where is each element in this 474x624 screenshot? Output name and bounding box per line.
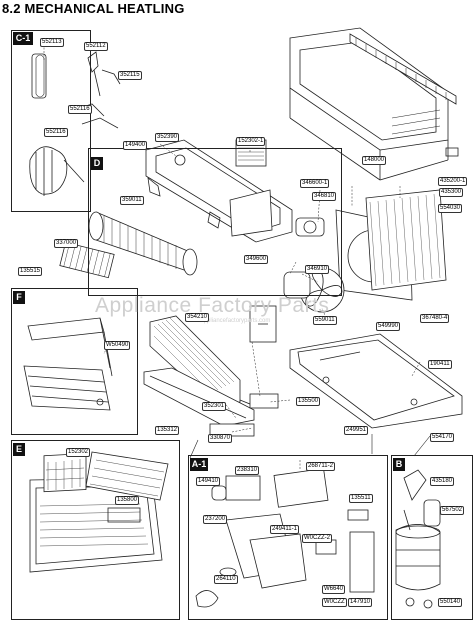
section-tag-d: D bbox=[91, 157, 103, 170]
part-label-152302: 152302 bbox=[66, 448, 91, 457]
part-label-549990: 549990 bbox=[376, 322, 401, 331]
part-label-w6640: W6640 bbox=[322, 585, 346, 594]
watermark: Appliance Factory Parts bbox=[95, 294, 330, 317]
section-c1-box bbox=[11, 30, 91, 212]
part-label-359011: 359011 bbox=[120, 196, 144, 205]
section-b-box bbox=[391, 455, 473, 620]
part-label-135511: 135511 bbox=[349, 494, 373, 503]
watermark-url: www.appliancefactoryparts.com bbox=[186, 318, 271, 324]
base-pan-drawing bbox=[289, 333, 463, 429]
part-label-w0czz-2: W0CZZ-2 bbox=[302, 534, 332, 543]
part-label-152302-1: 152302-1 bbox=[236, 137, 266, 146]
part-label-249411-1: 249411-1 bbox=[270, 525, 299, 534]
part-label-559011: 559011 bbox=[313, 316, 337, 325]
part-label-552113: 552113 bbox=[40, 38, 64, 47]
part-label-354210: 354210 bbox=[185, 313, 210, 322]
section-tag-b: B bbox=[393, 458, 405, 471]
part-label-552116-b: 552116 bbox=[44, 128, 68, 137]
part-label-346600-1: 346600-1 bbox=[300, 179, 330, 188]
part-label-554170: 554170 bbox=[430, 433, 455, 442]
part-label-346910: 346910 bbox=[305, 265, 330, 274]
part-label-435180: 435180 bbox=[430, 477, 455, 486]
part-label-149410: 149410 bbox=[196, 477, 221, 486]
part-label-567502: 567502 bbox=[440, 506, 465, 515]
part-label-135500: 135500 bbox=[296, 397, 321, 406]
part-label-147910: 147910 bbox=[348, 598, 373, 607]
part-label-550140: 550140 bbox=[438, 598, 463, 607]
section-d-box bbox=[88, 148, 342, 296]
section-e-box bbox=[11, 440, 180, 620]
part-label-552116-a: 552116 bbox=[68, 105, 92, 114]
part-label-148000: 148000 bbox=[362, 156, 387, 165]
part-label-237200: 237200 bbox=[203, 515, 228, 524]
front-grille-drawing bbox=[29, 451, 169, 573]
cabinet-sleeve-drawing bbox=[289, 27, 459, 181]
part-label-238310: 238310 bbox=[235, 466, 260, 475]
part-label-w50490: W50490 bbox=[104, 341, 131, 350]
part-label-435200-1: 435200-1 bbox=[438, 177, 468, 186]
part-label-552112: 552112 bbox=[84, 42, 108, 51]
section-tag-f: F bbox=[13, 291, 25, 304]
part-label-352301: 352301 bbox=[202, 402, 227, 411]
part-label-268711-2: 268711-2 bbox=[306, 462, 335, 471]
part-label-352390: 352390 bbox=[155, 133, 180, 142]
section-tag-c1: C-1 bbox=[13, 32, 33, 45]
part-label-337000: 337000 bbox=[54, 239, 79, 248]
part-label-346810: 346810 bbox=[312, 192, 337, 201]
section-tag-e: E bbox=[13, 443, 25, 456]
part-label-352115: 352115 bbox=[118, 71, 142, 80]
part-label-249951: 249951 bbox=[344, 426, 369, 435]
part-label-w0czz: W0CZZ bbox=[322, 598, 347, 607]
part-label-135312: 135312 bbox=[155, 426, 180, 435]
part-label-330870: 330870 bbox=[208, 434, 233, 443]
part-label-190411: 190411 bbox=[428, 360, 452, 369]
part-label-435300: 435300 bbox=[439, 188, 464, 197]
part-label-367480-4: 367480-4 bbox=[420, 314, 450, 323]
part-label-554030: 554030 bbox=[438, 204, 463, 213]
condenser-drawing bbox=[249, 189, 447, 343]
part-label-149400: 149400 bbox=[123, 141, 148, 150]
part-label-264110: 264110 bbox=[214, 575, 238, 584]
part-label-135800: 135800 bbox=[115, 496, 140, 505]
part-label-349600: 349600 bbox=[244, 255, 269, 264]
compressor-drawing bbox=[395, 469, 441, 609]
section-a1-box bbox=[188, 455, 388, 620]
evaporator-coil-drawing bbox=[59, 241, 279, 437]
section-f-box bbox=[11, 288, 138, 435]
section-tag-a1: A-1 bbox=[190, 458, 208, 471]
part-label-135515: 135515 bbox=[18, 267, 43, 276]
tubing-drawing bbox=[29, 51, 121, 196]
page-title: 8.2 MECHANICAL HEATLING bbox=[2, 1, 185, 16]
